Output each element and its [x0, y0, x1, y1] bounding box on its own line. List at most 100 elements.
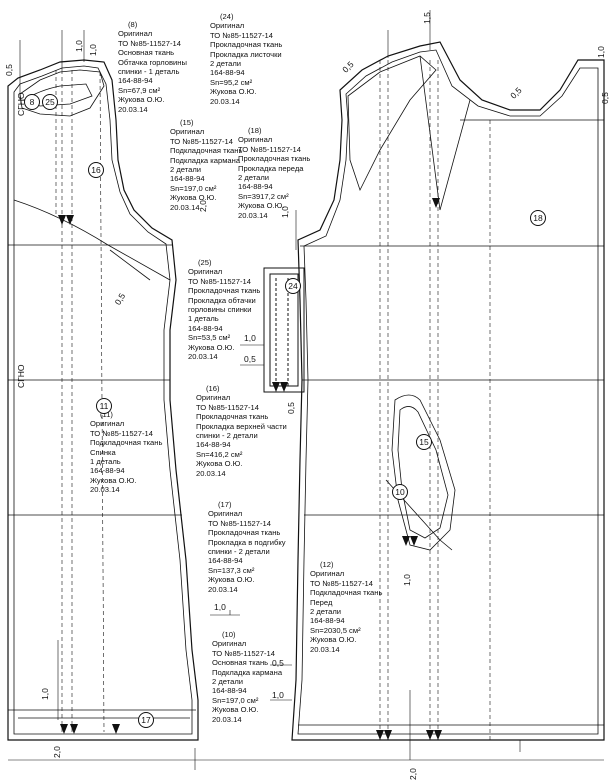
piece-label-line: Sn=197,0 см²: [212, 695, 259, 705]
dim-2-0-back-bottom: 2,0: [52, 746, 62, 758]
side-label-top: СГНО: [16, 92, 26, 117]
piece-label-line: 20.03.14: [212, 714, 242, 724]
piece-label-line: Спинка: [90, 447, 116, 457]
piece-label-line: Жукова О.Ю.: [208, 575, 255, 585]
piece-number: (12): [320, 560, 334, 569]
piece-label-line: 2 детали: [212, 677, 244, 687]
piece-label-line: Оригинал: [310, 569, 345, 579]
piece-label-line: Sn=3917,2 см²: [238, 191, 289, 201]
piece-number: (11): [100, 410, 113, 419]
badge-piece-18: 18: [530, 210, 546, 226]
notch-arrows: [58, 198, 442, 740]
piece-label-line: Прокладка листочки: [210, 49, 282, 59]
piece-label-line: 164-88-94: [170, 174, 205, 184]
front-grain-lines: [379, 60, 491, 740]
piece-label-line: 1 деталь: [90, 457, 121, 467]
piece-label-line: Прокладочная ткань: [208, 528, 281, 538]
piece-label-line: 20.03.14: [208, 584, 238, 594]
piece-label-line: Прокладка верхней части: [196, 421, 287, 431]
piece-label-line: Прокладка в подгибку: [208, 537, 286, 547]
dim-1-0-neck-a: 1,0: [74, 40, 84, 52]
piece-label-line: ТО №85-11527-14: [188, 276, 251, 286]
front-piece-inner: [297, 49, 604, 735]
piece-label-line: Оригинал: [238, 135, 273, 145]
piece-label-line: Жукова О.Ю.: [196, 459, 243, 469]
badge-piece-24: 24: [285, 278, 301, 294]
dimension-lines: [8, 10, 604, 770]
piece-label-line: 164-88-94: [212, 686, 247, 696]
piece-label-line: ТО №85-11527-14: [208, 518, 271, 528]
piece-label-line: Подкладочная ткань: [310, 588, 383, 598]
piece-label-line: Перед: [310, 597, 333, 607]
piece-label-line: Обтачка горловины: [118, 57, 187, 67]
badge-piece-11: 11: [96, 398, 112, 414]
piece-label-line: ТО №85-11527-14: [196, 402, 259, 412]
piece-label-line: Жукова О.Ю.: [212, 705, 259, 715]
dim-1-0-pocket: 1,0: [402, 574, 412, 586]
piece-label-line: Оригинал: [208, 509, 243, 519]
piece-label-line: 164-88-94: [196, 440, 231, 450]
piece-label-line: 20.03.14: [310, 644, 340, 654]
piece-label-line: Оригинал: [90, 419, 125, 429]
piece-label-line: Подкладочная ткань: [170, 146, 243, 156]
piece-label-line: 164-88-94: [208, 556, 243, 566]
piece-label-line: Прокладочная ткань: [238, 154, 311, 164]
piece-label-line: 2 детали: [238, 173, 270, 183]
piece-label-line: Оригинал: [212, 639, 247, 649]
piece-label-line: Sn=2030,5 см²: [310, 625, 361, 635]
piece-number: (10): [222, 630, 236, 639]
piece-label-line: Жукова О.Ю.: [210, 87, 257, 97]
piece-label-line: 20.03.14: [118, 104, 148, 114]
badge-piece-16: 16: [88, 162, 104, 178]
piece-label-line: ТО №85-11527-14: [210, 30, 273, 40]
piece-label-line: Подкладка кармана: [170, 155, 241, 165]
side-label-mid: СГНО: [16, 364, 26, 389]
dim-0-5-strip-bottom: 0,5: [286, 402, 296, 414]
piece-label-line: 20.03.14: [238, 210, 268, 220]
piece-label-line: ТО №85-11527-14: [310, 578, 373, 588]
piece-number: (18): [248, 126, 262, 135]
piece-label-line: 164-88-94: [210, 68, 245, 78]
piece-label-line: Жукова О.Ю.: [90, 475, 137, 485]
piece-label-line: 2 детали: [170, 165, 202, 175]
piece-label-line: Подкладочная ткань: [90, 438, 163, 448]
piece-label-line: 164-88-94: [310, 616, 345, 626]
piece-number: (25): [198, 258, 212, 267]
piece-label-line: ТО №85-11527-14: [118, 38, 181, 48]
piece-label-line: Прокладка обтачки: [188, 295, 256, 305]
piece-number: (17): [218, 500, 232, 509]
piece-label-line: Оригинал: [188, 267, 223, 277]
piece-label-line: 20.03.14: [196, 468, 226, 478]
piece-label-line: Оригинал: [210, 21, 245, 31]
piece-label-line: 2 детали: [210, 59, 242, 69]
dim-1-0-front-hem-b: 1,0: [272, 690, 284, 700]
piece-label-line: Жукова О.Ю.: [188, 342, 235, 352]
dim-0-5-top-left: 0,5: [4, 64, 14, 76]
piece-label-line: Подкладка кармана: [212, 667, 283, 677]
dim-1-0-neck-b: 1,0: [88, 44, 98, 56]
piece-label-line: Оригинал: [196, 393, 231, 403]
piece-label-line: 2 детали: [310, 607, 342, 617]
piece-label-line: Оригинал: [170, 127, 205, 137]
piece-number: (16): [206, 384, 220, 393]
piece-label-line: спинки - 1 деталь: [118, 67, 180, 77]
piece-label-line: ТО №85-11527-14: [90, 428, 153, 438]
piece-label-line: ТО №85-11527-14: [170, 136, 233, 146]
piece-label-line: Прокладка переда: [238, 163, 304, 173]
piece-label-line: Прокладочная ткань: [210, 40, 283, 50]
back-piece-outline: [7, 59, 199, 741]
piece-label-line: Оригинал: [118, 29, 153, 39]
dim-1-0-back-bottom: 1,0: [40, 688, 50, 700]
piece-label-line: Sn=197,0 см²: [170, 183, 217, 193]
dim-1-5-front-neck: 1,5: [422, 12, 432, 24]
piece-label-line: 164-88-94: [188, 323, 223, 333]
piece-label-line: Прокладочная ткань: [188, 286, 261, 296]
dim-0-5-strip: 0,5: [244, 354, 256, 364]
piece-label-line: 164-88-94: [90, 466, 125, 476]
badge-piece-25-small: 25: [42, 94, 58, 110]
dim-2-0-armhole: 2,0: [198, 200, 208, 212]
